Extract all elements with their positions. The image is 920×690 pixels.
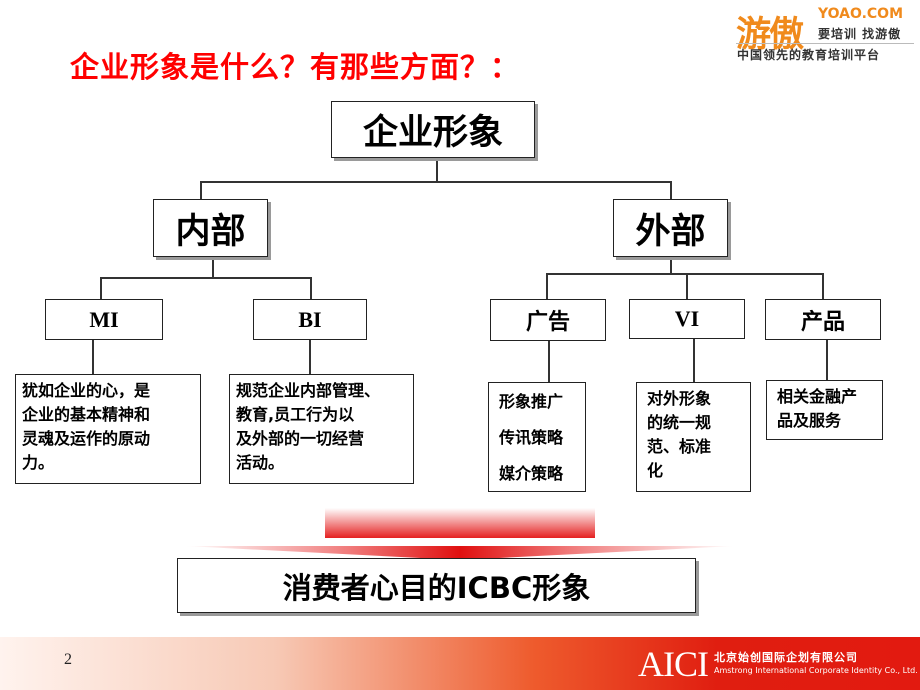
logo-url: YOAO.COM bbox=[818, 6, 904, 22]
vi-description: 对外形象 的统一规 范、标准 化 bbox=[636, 382, 751, 492]
advertising-node: 广告 bbox=[490, 299, 606, 341]
mi-node: MI bbox=[45, 299, 163, 340]
down-arrow-icon bbox=[185, 508, 735, 560]
product-node: 产品 bbox=[765, 299, 881, 340]
product-description: 相关金融产 品及服务 bbox=[766, 380, 883, 440]
company-name-cn: 北京始创国际企划有限公司 bbox=[714, 651, 858, 664]
mi-description: 犹如企业的心，是 企业的基本精神和 灵魂及运作的原动 力。 bbox=[15, 374, 201, 484]
bi-node: BI bbox=[253, 299, 367, 340]
bi-description: 规范企业内部管理、 教育,员工行为以 及外部的一切经营 活动。 bbox=[229, 374, 414, 484]
slide-title: 企业形象是什么？有那些方面？： bbox=[70, 50, 521, 84]
company-name-en: Amstrong International Corporate Identit… bbox=[714, 666, 918, 675]
footer-band bbox=[0, 637, 920, 690]
page-number: 2 bbox=[64, 651, 72, 668]
advertising-description: 形象推广 传讯策略 媒介策略 bbox=[488, 382, 586, 492]
logo-divider bbox=[736, 43, 914, 44]
root-node: 企业形象 bbox=[331, 101, 535, 158]
logo-brand: 游傲 bbox=[736, 15, 804, 55]
logo-tagline: 中国领先的教育培训平台 bbox=[737, 48, 881, 62]
internal-node: 内部 bbox=[153, 199, 268, 257]
vi-node: VI bbox=[629, 299, 745, 339]
external-node: 外部 bbox=[613, 199, 728, 257]
aici-logo: AICI bbox=[638, 644, 709, 684]
result-node: 消费者心目的ICBC形象 bbox=[177, 558, 696, 613]
logo-slogan: 要培训 找游傲 bbox=[818, 27, 902, 41]
